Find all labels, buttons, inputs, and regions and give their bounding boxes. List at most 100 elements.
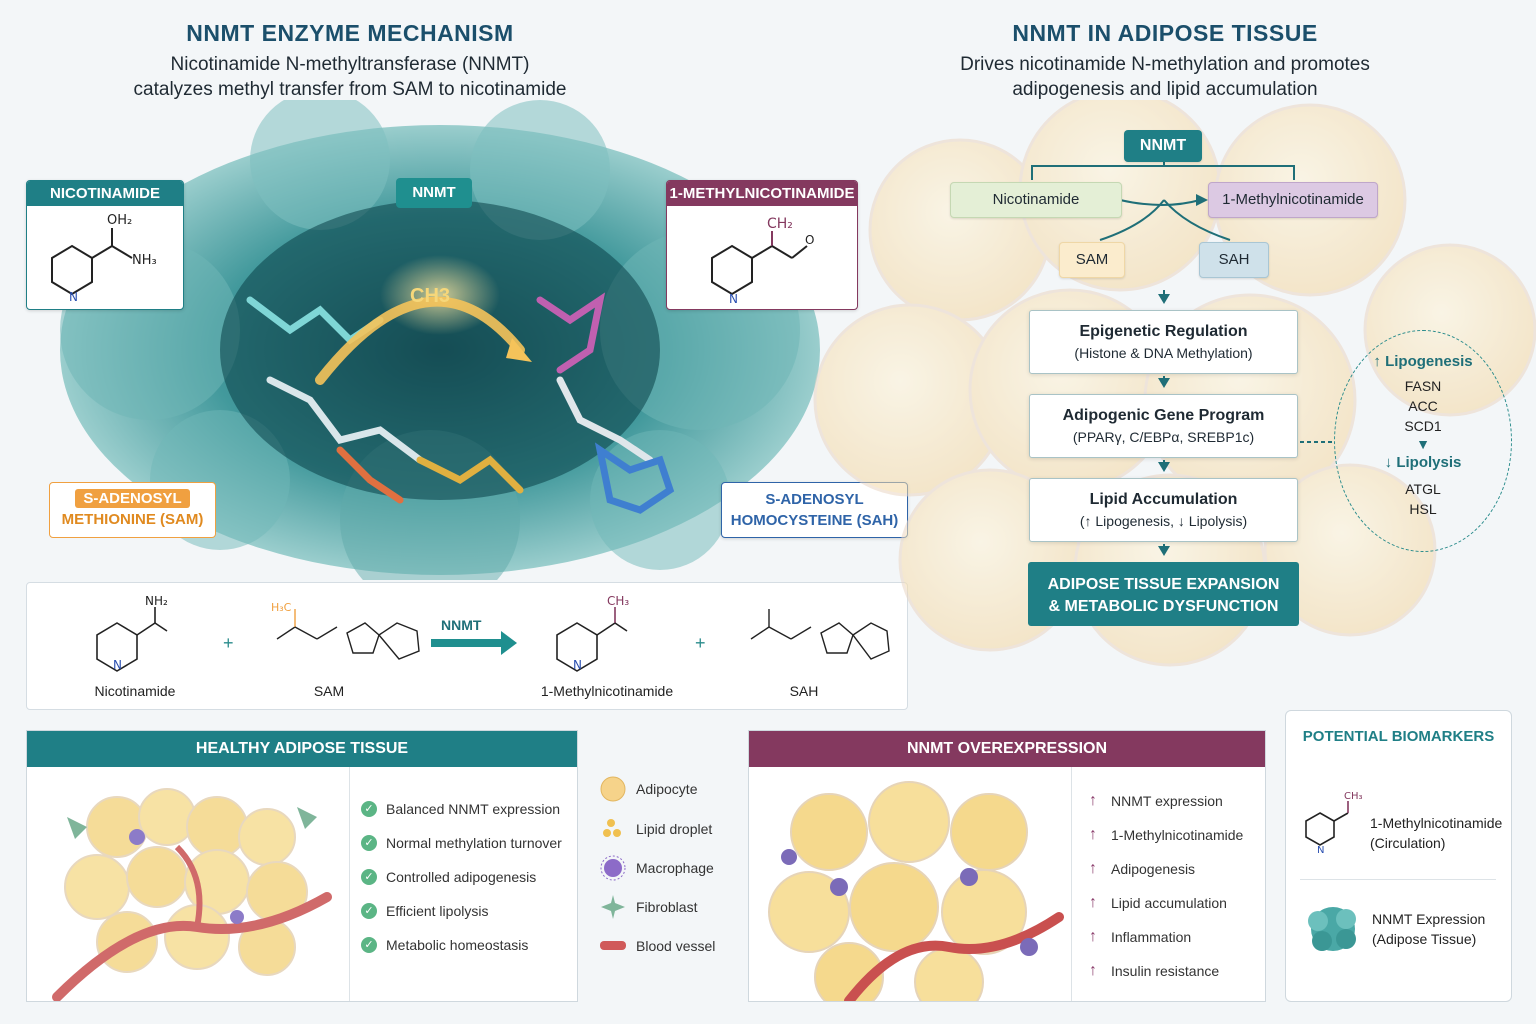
overexpression-panel: NNMT OVEREXPRESSION ↑NNMT expression ↑1-… xyxy=(748,730,1266,1002)
svg-text:CH₃: CH₃ xyxy=(1344,791,1363,802)
methylnicotinamide-label-box: 1-METHYLNICOTINAMIDE N CH₂ O xyxy=(666,180,858,310)
nnmt-protein-icon xyxy=(1308,907,1356,951)
svg-text:H₃C: H₃C xyxy=(271,601,292,614)
flow-adipogenic-program: Adipogenic Gene Program (PPARγ, C/EBPα, … xyxy=(1029,394,1298,458)
flow-final-outcome: ADIPOSE TISSUE EXPANSION & METABOLIC DYS… xyxy=(1028,562,1299,626)
ch3-label: CH3 xyxy=(410,285,451,307)
overexpression-list: ↑NNMT expression ↑1-Methylnicotinamide ↑… xyxy=(1089,791,1243,995)
flow-lipid-accumulation: Lipid Accumulation (↑ Lipogenesis, ↓ Lip… xyxy=(1029,478,1298,542)
check-icon: ✓ xyxy=(361,903,377,919)
gene-acc: ACC xyxy=(1408,398,1438,414)
arrow-up-icon: ↑ xyxy=(1089,860,1097,877)
nicotinamide-structure-icon: N OH₂ NH₃ xyxy=(51,213,157,304)
arrow-down-icon: ▼ xyxy=(1416,436,1430,452)
overexpression-item: ↑Insulin resistance xyxy=(1089,962,1220,979)
healthy-item: ✓Normal methylation turnover xyxy=(361,833,562,867)
overexpression-item: ↑Lipid accumulation xyxy=(1089,894,1227,911)
gene-scd1: SCD1 xyxy=(1404,418,1442,434)
svg-text:O: O xyxy=(805,233,814,247)
lipogenesis-label: ↑ Lipogenesis xyxy=(1373,353,1473,370)
arrow-up-icon: ↑ xyxy=(1089,928,1097,945)
reaction-scheme: N NH₂ H₃C N CH₃ + + NNMT Nicotinamide SA… xyxy=(26,582,908,710)
biomarker-1-name: 1-Methylnicotinamide xyxy=(1370,815,1503,831)
legend-fibroblast: Fibroblast xyxy=(598,894,697,920)
reaction-arrow-label: NNMT xyxy=(441,617,482,633)
svg-text:CH₃: CH₃ xyxy=(607,594,629,608)
sah-label-line2: HOMOCYSTEINE (SAH) xyxy=(730,512,899,529)
reaction-sah: SAH xyxy=(789,683,819,699)
sah-label-box: S-ADENOSYL HOMOCYSTEINE (SAH) xyxy=(721,482,908,538)
gene-hsl: HSL xyxy=(1409,501,1437,517)
adipogenic-sub: (PPARγ, C/EBPα, SREBP1c) xyxy=(1072,429,1255,445)
reaction-nicotinamide: Nicotinamide xyxy=(94,683,176,699)
epigenetic-title: Epigenetic Regulation xyxy=(1079,323,1248,340)
overexpression-item: ↑NNMT expression xyxy=(1089,792,1223,809)
healthy-item: ✓Metabolic homeostasis xyxy=(361,935,562,969)
legend-blood-vessel: Blood vessel xyxy=(598,933,715,959)
sam-label-box: S-ADENOSYL METHIONINE (SAM) xyxy=(49,482,216,538)
fibroblast-icon xyxy=(598,894,628,920)
epigenetic-sub: (Histone & DNA Methylation) xyxy=(1074,345,1253,361)
lipid-title: Lipid Accumulation xyxy=(1089,491,1238,508)
flow-sah: SAH xyxy=(1199,242,1269,278)
right-subtitle-line2: adipogenesis and lipid accumulation xyxy=(1012,79,1318,100)
healthy-tissue-panel: HEALTHY ADIPOSE TISSUE ✓Balanced NNMT ex… xyxy=(26,730,578,1002)
macrophage-icon xyxy=(598,855,628,881)
svg-text:N: N xyxy=(729,292,738,306)
biomarker-1: 1-Methylnicotinamide (Circulation) xyxy=(1370,813,1502,853)
left-title: NNMT ENZYME MECHANISM xyxy=(186,20,514,46)
nicotinamide-label-box: NICOTINAMIDE N OH₂ NH₃ xyxy=(26,180,184,310)
left-subtitle-line2: catalyzes methyl transfer from SAM to ni… xyxy=(133,79,567,100)
blood-vessel-icon xyxy=(598,933,628,959)
reaction-sam: SAM xyxy=(313,683,345,699)
biomarker-2-source: (Adipose Tissue) xyxy=(1372,931,1477,947)
lipid-droplet-icon xyxy=(598,816,628,842)
check-icon: ✓ xyxy=(361,801,377,817)
healthy-title: HEALTHY ADIPOSE TISSUE xyxy=(27,731,577,767)
check-icon: ✓ xyxy=(361,835,377,851)
legend-lipid-droplet: Lipid droplet xyxy=(598,816,712,842)
overexpression-item: ↑1-Methylnicotinamide xyxy=(1089,826,1244,843)
svg-text:N: N xyxy=(573,658,582,672)
biomarker-1-source: (Circulation) xyxy=(1370,835,1446,851)
healthy-item: ✓Efficient lipolysis xyxy=(361,901,562,935)
adipogenic-title: Adipogenic Gene Program xyxy=(1062,407,1265,424)
healthy-tissue-illustration xyxy=(52,788,332,1001)
arrow-up-icon: ↑ xyxy=(1089,894,1097,911)
svg-text:N: N xyxy=(113,658,122,672)
lipogenesis-lipolysis-ellipse: ↑ Lipogenesis FASN ACC SCD1 ▼ ↓ Lipolysi… xyxy=(1334,330,1512,552)
nnmt-enzyme-tag: NNMT xyxy=(396,178,472,208)
arrow-up-icon: ↑ xyxy=(1089,792,1097,809)
ligand-sticks xyxy=(246,292,675,514)
lipid-sub: (↑ Lipogenesis, ↓ Lipolysis) xyxy=(1079,513,1248,529)
plus-sign-2: + xyxy=(695,633,706,653)
overexpression-item: ↑Adipogenesis xyxy=(1089,860,1196,877)
biomarkers-panel: POTENTIAL BIOMARKERS CH₃ N 1-Methylnicot… xyxy=(1285,710,1512,1002)
right-subtitle: Drives nicotinamide N-methylation and pr… xyxy=(900,52,1430,102)
healthy-item: ✓Controlled adipogenesis xyxy=(361,867,562,901)
overexpression-title: NNMT OVEREXPRESSION xyxy=(749,731,1265,767)
svg-text:CH₂: CH₂ xyxy=(767,216,793,232)
check-icon: ✓ xyxy=(361,869,377,885)
healthy-list: ✓Balanced NNMT expression ✓Normal methyl… xyxy=(361,799,562,969)
legend-adipocyte: Adipocyte xyxy=(598,776,697,802)
overexpression-tissue-illustration xyxy=(768,781,1064,1001)
svg-text:OH₂: OH₂ xyxy=(107,213,132,228)
arrow-up-icon: ↑ xyxy=(1089,962,1097,979)
reaction-structures-icon: N NH₂ H₃C N CH₃ xyxy=(96,594,890,672)
lipolysis-label: ↓ Lipolysis xyxy=(1384,454,1462,471)
left-subtitle-line1: Nicotinamide N-methyltransferase (NNMT) xyxy=(170,54,530,75)
flow-methylnicotinamide: 1-Methylnicotinamide xyxy=(1208,182,1378,218)
sam-label-line2: METHIONINE (SAM) xyxy=(61,511,204,528)
sam-label-line1: S-ADENOSYL xyxy=(75,489,190,508)
flow-epigenetic-regulation: Epigenetic Regulation (Histone & DNA Met… xyxy=(1029,310,1298,374)
methylnicotinamide-structure-icon: N CH₂ O xyxy=(711,216,814,306)
left-subtitle: Nicotinamide N-methyltransferase (NNMT) … xyxy=(60,52,640,102)
svg-text:N: N xyxy=(69,290,78,304)
biomarker-2: NNMT Expression (Adipose Tissue) xyxy=(1372,909,1485,949)
biomarkers-title: POTENTIAL BIOMARKERS xyxy=(1302,728,1495,745)
overexpression-item: ↑Inflammation xyxy=(1089,928,1192,945)
adipocyte-icon xyxy=(598,776,628,802)
nicotinamide-label: NICOTINAMIDE xyxy=(27,181,183,206)
arrow-up-icon: ↑ xyxy=(1089,826,1097,843)
